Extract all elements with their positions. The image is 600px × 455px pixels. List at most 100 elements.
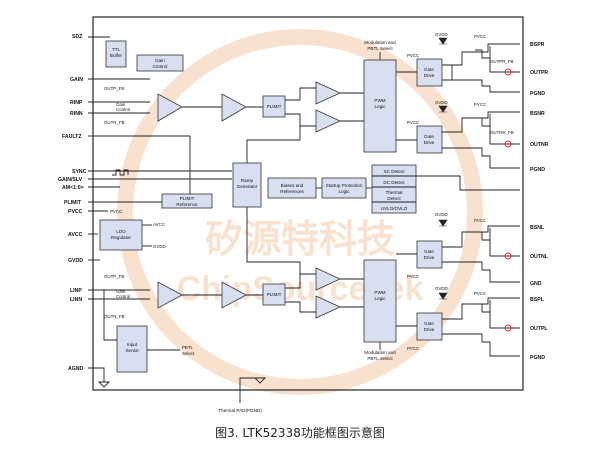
- marker-outpr: [504, 68, 512, 76]
- pin-gainslv: GAIN/SLV: [58, 177, 83, 183]
- ttl-buffer-block: [105, 40, 127, 68]
- label-gain-ctrl-l-2: Control: [116, 294, 130, 299]
- comparator-l-top: [315, 267, 341, 291]
- pin-bsnl: BSNL: [530, 225, 545, 231]
- pin-bspl: BSPL: [530, 297, 545, 303]
- gate-drive-2-label-2: Drive: [424, 140, 435, 145]
- label-outnr-fb: OUTNR_FB: [490, 130, 514, 135]
- ttl-buffer-label-1: TTL: [112, 47, 121, 52]
- pwm-bottom-label-1: PWM: [374, 290, 385, 295]
- pwm-logic-bottom: [363, 259, 397, 343]
- label-outpr-fb: OUTPR_FB: [490, 59, 513, 64]
- wire-input-sense-in: [103, 290, 117, 341]
- mod-top-label-1: Modulation and: [364, 40, 396, 45]
- protection-detect-stack: SC Detect DC Detect Thermal Detect UVLO/…: [371, 164, 417, 214]
- dc-detect-label: DC Detect: [383, 180, 405, 185]
- fet-outnl-high-icon: [475, 228, 491, 241]
- label-outn-fb-l: OUTN_FB: [104, 314, 125, 319]
- fet-outnr-low-icon: [442, 147, 520, 169]
- agnd-ground-icon: [97, 381, 111, 388]
- pin-rinn: RINN: [70, 111, 83, 117]
- pin-gnd: GND: [530, 281, 542, 287]
- right-pins: BSPR OUTPR PGND BSNR OUTNR PGND BSNL OUT…: [530, 42, 549, 361]
- marker-outnr: [504, 140, 512, 148]
- pin-outpr: OUTPR: [530, 70, 548, 76]
- wire-l-plimit-comp1: [285, 273, 316, 289]
- marker-outnl: [504, 252, 512, 260]
- wire-outnr: [489, 126, 520, 145]
- pin-sync: SYNC: [72, 169, 87, 175]
- diode-icon-2: [438, 105, 448, 113]
- wire-detect-right: [416, 175, 520, 191]
- plimit-r-label: PLIMIT: [267, 104, 282, 109]
- wire-ramp-down: [246, 207, 301, 274]
- biases-label-2: References: [280, 189, 304, 194]
- pin-agnd: AGND: [68, 366, 84, 372]
- watermark-ring: [117, 29, 483, 395]
- diode-icon-1: [438, 37, 448, 45]
- fet-outnl-low-icon: [442, 261, 520, 283]
- ramp-label-2: Generator: [237, 184, 258, 189]
- label-gain-ctrl-l-1: Gain: [116, 289, 126, 294]
- input-sense-block: [116, 325, 148, 373]
- pin-bsnr: BSNR: [530, 111, 545, 117]
- marker-outpl: [504, 324, 512, 332]
- pin-pvcc: PVCC: [68, 209, 83, 215]
- gate-drive-2-label-1: Gate: [424, 134, 434, 139]
- label-outp-fb-r: OUTP_FB: [104, 86, 124, 91]
- input-sense-label-1: Input: [127, 342, 138, 347]
- pin-avcc: AVCC: [68, 232, 83, 238]
- pvcc-label-gd1: PVCC: [407, 53, 419, 58]
- pwm-top-label-1: PWM: [374, 98, 385, 103]
- label-outn-fb-r: OUTN_FB: [104, 120, 125, 125]
- gate-drive-1: [416, 58, 443, 87]
- gvdd-label-3: GVDD: [435, 212, 448, 217]
- gate-drive-2: [416, 125, 443, 154]
- uvlo-label: UVLO/OVLO: [381, 206, 408, 211]
- wire-outpl: [489, 312, 520, 329]
- thermal-detect-label-2: Detect: [387, 196, 401, 201]
- wire-outnl: [489, 240, 520, 257]
- pin-am: AM<1:0>: [62, 185, 84, 191]
- figure-caption: 图3. LTK52338功能框图示意图: [215, 426, 385, 440]
- wire-bspr: [442, 43, 520, 66]
- pvcc-label-gd3: PVCC: [407, 274, 419, 279]
- wire-l-plimit-comp2: [285, 301, 316, 313]
- gate-drive-3-label-2: Drive: [424, 255, 435, 260]
- pvcc-label-fet2: PVCC: [474, 102, 486, 107]
- pin-outnl: OUTNL: [530, 254, 549, 260]
- fet-outpr-low-icon: [442, 79, 520, 93]
- plimit-block-l: [262, 283, 286, 306]
- watermark-cn: 矽源特科技: [205, 219, 395, 261]
- diode-icon-4: [438, 292, 448, 300]
- amp-r-stage1: [157, 93, 183, 122]
- ramp-label-1: Ramp: [241, 178, 254, 183]
- sync-pulse-icon: [112, 169, 129, 176]
- pwm-logic-top: [363, 59, 397, 153]
- biases-label-1: Biases and: [281, 183, 304, 188]
- left-pins: SDZ GAIN RINP RINN FAULTZ SYNC GAIN/SLV …: [58, 34, 232, 388]
- pin-gain: GAIN: [70, 77, 83, 83]
- gate-drive-1-label-2: Drive: [424, 73, 435, 78]
- comparator-r-top: [315, 81, 341, 105]
- comparator-l-bottom: [315, 295, 341, 319]
- thermal-pad-label: Thermal PAD(PGND): [218, 408, 262, 413]
- label-gain-ctrl-r-2: Control: [116, 107, 130, 112]
- pin-pgnd-2: PGND: [530, 167, 545, 173]
- fet-outpr-high-icon: [475, 46, 491, 59]
- ldo-label-2: Regulator: [111, 235, 131, 240]
- pbtl-select-label-1: PBTL: [182, 345, 194, 350]
- startup-block: [321, 177, 367, 199]
- right-channel-chain: OUTP_FB OUTN_FB Gain Control PLIMIT: [104, 81, 364, 133]
- pwm-bottom-label-2: Logic: [375, 296, 387, 301]
- fet-stage-outpr: [442, 43, 520, 93]
- wire-thermal-pad: [239, 377, 260, 390]
- gate-drive-3-label-1: Gate: [424, 249, 434, 254]
- plimit-l-label: PLIMIT: [267, 292, 282, 297]
- diode-icon-3: [438, 219, 448, 227]
- wire-faultz-bus: [95, 135, 191, 200]
- wire-agnd: [88, 367, 105, 382]
- startup-label-1: Startup Protection: [326, 183, 363, 188]
- detect-stack-frame: [371, 164, 417, 214]
- input-sense-label-2: Sense: [125, 348, 138, 353]
